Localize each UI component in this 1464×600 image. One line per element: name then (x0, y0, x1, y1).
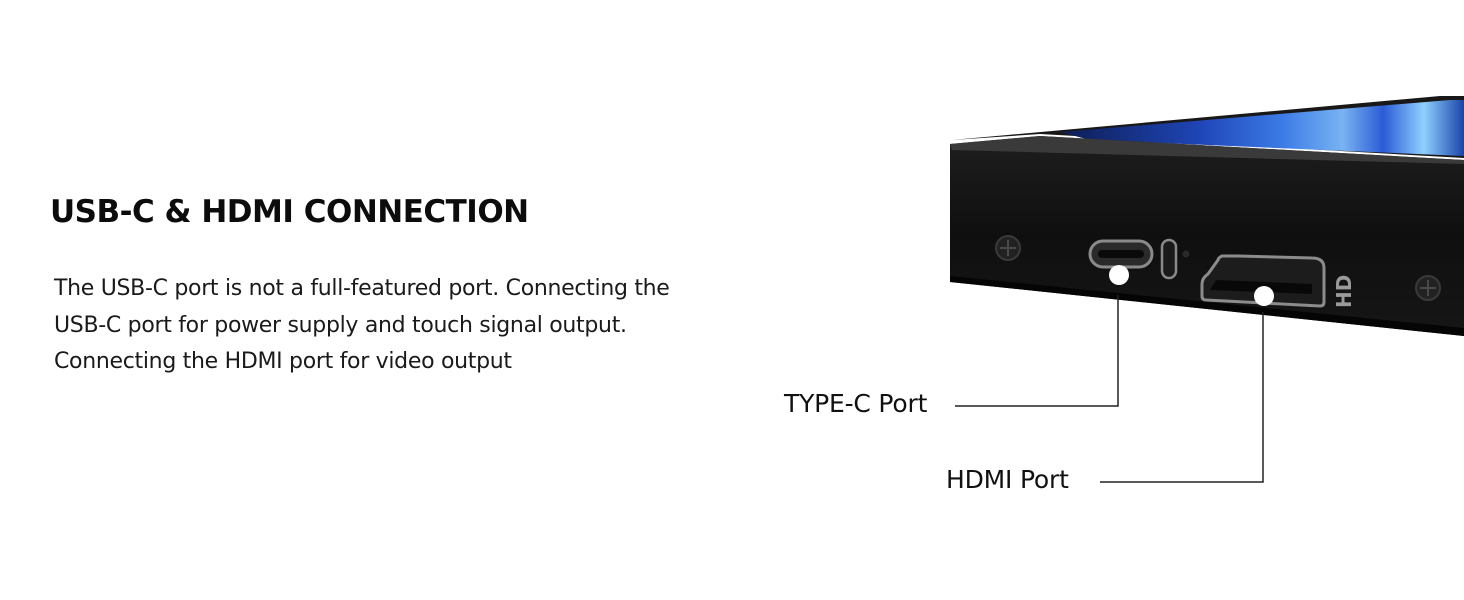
usb-c-port-icon (1088, 239, 1154, 269)
hdmi-callout-dot (1254, 286, 1274, 306)
section-description: The USB-C port is not a full-featured po… (54, 276, 670, 374)
indicator-led-icon (1160, 238, 1190, 280)
typec-port-label: TYPE-C Port (784, 389, 928, 418)
screw-left-icon (995, 235, 1021, 261)
typec-callout-dot (1109, 265, 1129, 285)
section-heading: USB-C & HDMI CONNECTION (50, 194, 529, 230)
screw-right-icon (1415, 275, 1441, 301)
hd-engraving: HD (1332, 275, 1356, 308)
monitor-screen (952, 96, 1464, 158)
monitor-side-edge (950, 136, 1464, 336)
hdmi-port-label: HDMI Port (946, 465, 1069, 494)
monitor-edge-illustration: HD (950, 96, 1464, 336)
